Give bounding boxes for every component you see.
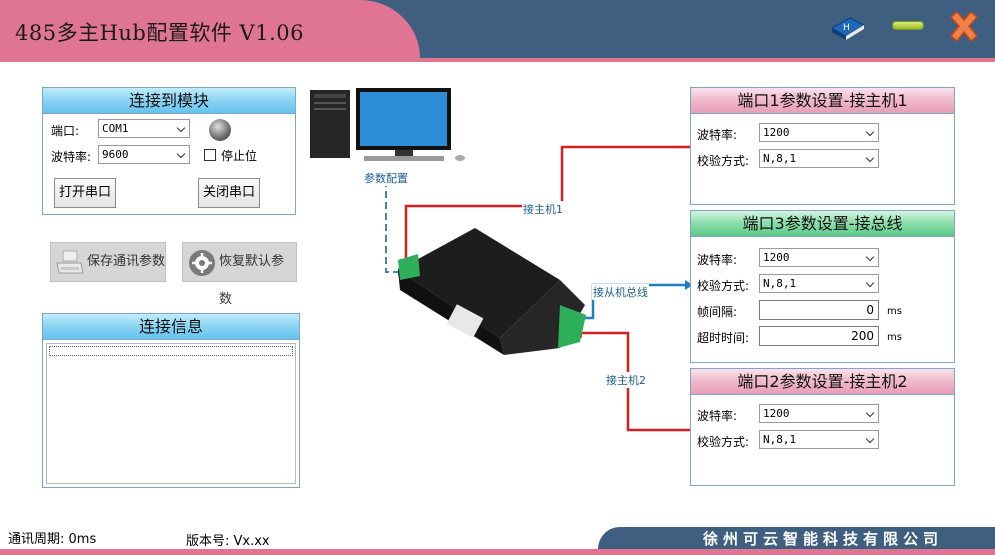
baud-select[interactable]: 9600 xyxy=(98,145,190,164)
port3-header: 端口3参数设置-接总线 xyxy=(691,211,954,237)
slave-bus-label: 接从机总线 xyxy=(592,284,649,300)
port1-parity-select[interactable]: N,8,1 xyxy=(759,149,879,168)
port3-timeout-label: 超时时间: xyxy=(697,331,750,345)
baud-label: 波特率: xyxy=(51,150,92,164)
stop-bit-label: 停止位 xyxy=(221,149,258,163)
chevron-down-icon xyxy=(176,149,186,159)
restore-defaults-button[interactable]: 恢复默认参数 xyxy=(182,242,297,307)
gear-icon xyxy=(189,250,215,276)
port3-baud-select[interactable]: 1200 xyxy=(759,248,879,267)
port-select[interactable]: COM1 xyxy=(98,119,190,138)
port1-baud-select[interactable]: 1200 xyxy=(759,123,879,142)
stop-bit-checkbox[interactable] xyxy=(204,149,216,161)
minimize-icon[interactable] xyxy=(892,21,924,30)
master2-wire-label: 接主机2 xyxy=(605,372,647,388)
pc-tower-icon xyxy=(310,90,350,158)
chevron-down-icon xyxy=(865,278,875,288)
chevron-down-icon xyxy=(865,434,875,444)
printer-icon xyxy=(56,250,84,274)
connect-panel: 连接到模块 端口: COM1 波特率: 9600 停止位 打开串口 关闭串口 xyxy=(42,87,296,215)
version-status: 版本号: Vx.xx xyxy=(186,534,270,549)
port3-interval-unit: ms xyxy=(887,306,902,317)
close-x-icon[interactable] xyxy=(945,8,983,46)
port3-parity-label: 校验方式: xyxy=(697,279,750,293)
port2-baud-label: 波特率: xyxy=(697,409,738,423)
master1-wire-label: 接主机1 xyxy=(522,201,564,217)
chevron-down-icon xyxy=(176,123,186,133)
chevron-down-icon xyxy=(865,408,875,418)
comm-period-status: 通讯周期: 0ms xyxy=(8,532,97,547)
save-params-label: 保存通讯参数 xyxy=(87,254,166,269)
port1-panel: 端口1参数设置-接主机1 波特率: 1200 校验方式: N,8,1 xyxy=(690,87,955,205)
footer-bar: 徐州可云智能科技有限公司 xyxy=(598,527,995,549)
port2-parity-value: N,8,1 xyxy=(763,433,797,446)
port1-baud-value: 1200 xyxy=(763,126,790,139)
port3-interval-label: 帧间隔: xyxy=(697,305,738,319)
restore-defaults-label: 恢复默认参数 xyxy=(219,254,285,307)
port3-timeout-unit: ms xyxy=(887,332,902,343)
book-help-icon[interactable]: H xyxy=(828,10,868,44)
port1-parity-label: 校验方式: xyxy=(697,154,750,168)
monitor-icon xyxy=(356,88,465,161)
port-value: COM1 xyxy=(102,122,129,135)
connect-panel-header: 连接到模块 xyxy=(43,88,295,114)
port3-baud-value: 1200 xyxy=(763,251,790,264)
port1-parity-value: N,8,1 xyxy=(763,152,797,165)
port2-parity-label: 校验方式: xyxy=(697,435,750,449)
pc-config-label: 参数配置 xyxy=(363,170,409,186)
svg-text:H: H xyxy=(843,23,850,33)
info-panel: 连接信息 xyxy=(42,313,300,488)
save-params-button[interactable]: 保存通讯参数 xyxy=(50,242,166,282)
chevron-down-icon xyxy=(865,252,875,262)
title-tab: 485多主Hub配置软件 V1.06 xyxy=(0,0,420,58)
port3-baud-label: 波特率: xyxy=(697,253,738,267)
hub-module-icon xyxy=(398,228,586,355)
port3-parity-value: N,8,1 xyxy=(763,277,797,290)
port3-interval-input[interactable]: 0 xyxy=(759,300,879,320)
open-port-button[interactable]: 打开串口 xyxy=(54,178,116,208)
port3-timeout-input[interactable]: 200 xyxy=(759,326,879,346)
port2-baud-value: 1200 xyxy=(763,407,790,420)
baud-value: 9600 xyxy=(102,148,129,161)
port-label: 端口: xyxy=(51,124,80,138)
port2-header: 端口2参数设置-接主机2 xyxy=(691,369,954,395)
chevron-down-icon xyxy=(865,127,875,137)
port2-panel: 端口2参数设置-接主机2 波特率: 1200 校验方式: N,8,1 xyxy=(690,368,955,486)
port2-baud-select[interactable]: 1200 xyxy=(759,404,879,423)
window-title: 485多主Hub配置软件 V1.06 xyxy=(15,21,304,45)
port3-panel: 端口3参数设置-接总线 波特率: 1200 校验方式: N,8,1 帧间隔: 0… xyxy=(690,210,955,363)
bottom-stripe xyxy=(0,549,995,555)
port2-parity-select[interactable]: N,8,1 xyxy=(759,430,879,449)
port1-baud-label: 波特率: xyxy=(697,128,738,142)
info-log-row xyxy=(49,346,293,356)
port1-header: 端口1参数设置-接主机1 xyxy=(691,88,954,114)
status-led-icon xyxy=(209,119,231,141)
port3-parity-select[interactable]: N,8,1 xyxy=(759,274,879,293)
company-name: 徐州可云智能科技有限公司 xyxy=(703,530,944,548)
info-log-area[interactable] xyxy=(46,343,296,484)
chevron-down-icon xyxy=(865,153,875,163)
info-panel-header: 连接信息 xyxy=(43,314,299,340)
title-underline xyxy=(0,58,995,62)
close-port-button[interactable]: 关闭串口 xyxy=(198,178,260,208)
